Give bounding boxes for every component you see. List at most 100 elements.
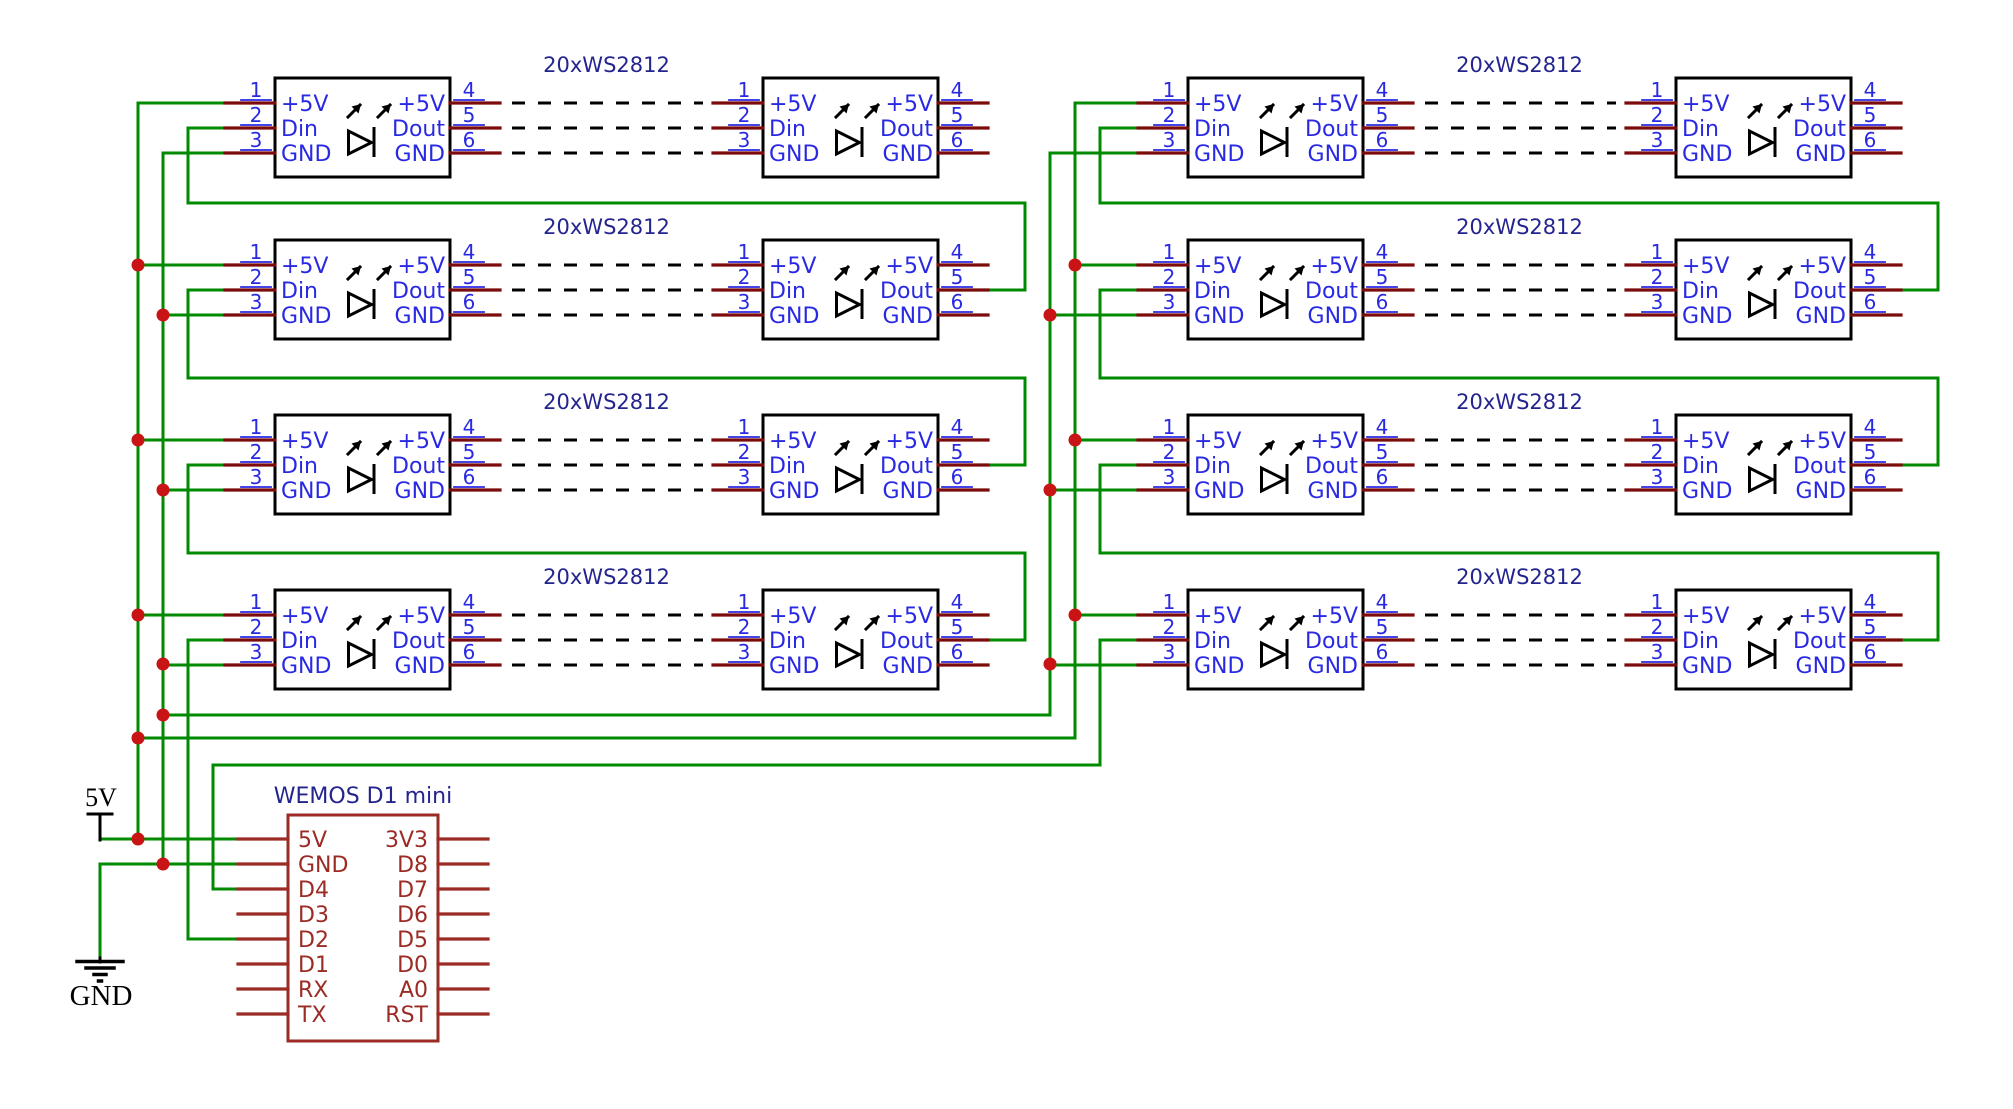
pin-label: GND [395,654,445,679]
pin-number: 1 [1651,415,1664,439]
pin-label: GND [281,479,331,504]
pin-label: Din [281,117,318,142]
pin-number: 5 [1864,440,1877,464]
arrow-head [869,104,879,114]
pin-number: 6 [951,465,964,489]
strip-label: 20xWS2812 [543,53,670,77]
pin-label: Din [281,629,318,654]
pin-label: Dout [880,454,933,479]
light-emission-arrow-icon [375,264,393,282]
pin-number: 4 [463,590,476,614]
strip-label: 20xWS2812 [1456,565,1583,589]
arrow-head [1294,441,1304,451]
pin-number: 6 [463,290,476,314]
pin-label: GND [883,142,933,167]
pin-label: GND [1682,304,1732,329]
pin-number: 4 [951,78,964,102]
pin-number: 5 [951,103,964,127]
pin-label: +5V [886,92,933,117]
pin-number: 3 [250,290,263,314]
pin-number: 5 [951,615,964,639]
pin-label: GND [769,479,819,504]
diode-triangle [347,128,375,157]
junction-dot [131,832,145,846]
pin-label: Din [1682,454,1719,479]
pin-label: Din [1194,279,1231,304]
pin-number: 3 [250,128,263,152]
pin-label: +5V [1194,429,1241,454]
arrow-head [1294,266,1304,276]
pin-label: GND [1194,654,1244,679]
pin-number: 3 [1163,128,1176,152]
pin-label: +5V [1682,92,1729,117]
pin-number: 2 [1651,265,1664,289]
arrow-head [381,616,391,626]
pin-label: Din [1194,629,1231,654]
ws2812-block-outline [1674,76,1853,179]
pin-number: 3 [250,640,263,664]
pin-number: 5 [1864,615,1877,639]
ws2812-block-outline [273,238,452,341]
led-diode-icon [833,614,881,669]
ws2812-block-outline [273,76,452,179]
wemos-pin-label: RX [298,978,328,1003]
arrow-head [351,266,361,276]
pin-label: +5V [398,429,445,454]
diode-triangle [1260,465,1288,494]
pin-label: Dout [392,279,445,304]
pin-label: +5V [1194,92,1241,117]
ws2812-block-outline [761,238,940,341]
pin-label: Din [769,454,806,479]
pin-number: 2 [738,615,751,639]
pin-label: +5V [281,604,328,629]
pin-label: GND [1194,479,1244,504]
pin-number: 1 [1163,240,1176,264]
diode-triangle [835,465,863,494]
light-emission-arrow-icon [863,439,881,457]
pin-label: Dout [392,117,445,142]
wemos-pin-label: GND [298,853,348,878]
pin-label: Dout [1793,279,1846,304]
pin-label: Dout [392,454,445,479]
arrow-head [1782,441,1792,451]
pin-number: 4 [951,415,964,439]
pin-label: +5V [769,604,816,629]
junction-dot [156,857,170,871]
diode-triangle [1260,128,1288,157]
pin-label: Dout [392,629,445,654]
pin-number: 6 [1376,640,1389,664]
wemos-pin-label: D1 [298,953,329,978]
pin-number: 5 [1864,265,1877,289]
junction-dot [1043,308,1057,322]
pin-label: GND [395,142,445,167]
light-emission-arrow-icon [1258,614,1276,632]
ws2812-block-outline [761,76,940,179]
pin-label: +5V [769,429,816,454]
pin-label: +5V [1799,429,1846,454]
arrow-head [1264,441,1274,451]
junction-dot [131,258,145,272]
pin-number: 2 [738,440,751,464]
strip-label: 20xWS2812 [1456,390,1583,414]
pin-label: GND [1796,479,1846,504]
pin-label: +5V [398,604,445,629]
pin-number: 3 [1651,128,1664,152]
arrow-head [1264,266,1274,276]
pin-number: 4 [1376,240,1389,264]
wemos-title: WEMOS D1 mini [274,784,452,809]
led-diode-icon [1746,439,1794,494]
wemos-outline [286,813,440,1043]
pin-number: 6 [1376,465,1389,489]
pin-number: 1 [1651,78,1664,102]
pin-number: 1 [738,415,751,439]
junction-dot [1068,258,1082,272]
arrow-head [1782,104,1792,114]
diode-triangle [1748,128,1776,157]
pin-label: +5V [281,429,328,454]
